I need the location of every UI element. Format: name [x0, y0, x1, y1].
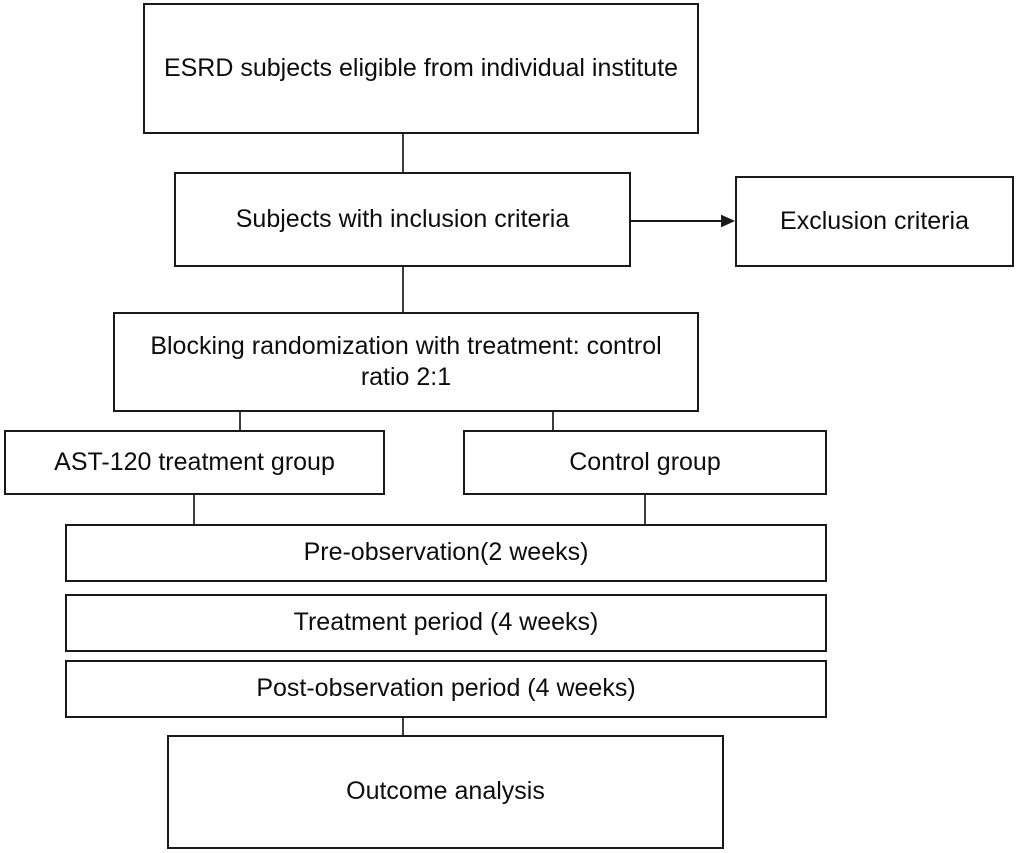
node-treatment-period: Treatment period (4 weeks)	[65, 594, 827, 652]
node-post-observation: Post-observation period (4 weeks)	[65, 660, 827, 718]
node-control-group: Control group	[463, 430, 827, 495]
node-treatment-group: AST-120 treatment group	[4, 430, 385, 495]
node-label-treatment-period: Treatment period (4 weeks)	[293, 608, 599, 637]
node-pre-observation: Pre-observation(2 weeks)	[65, 524, 827, 582]
node-label-post-observation: Post-observation period (4 weeks)	[256, 674, 636, 703]
node-label-treatment-group: AST-120 treatment group	[54, 447, 335, 476]
node-label-exclusion: Exclusion criteria	[780, 206, 969, 235]
node-exclusion: Exclusion criteria	[735, 176, 1014, 267]
node-label-eligible: ESRD subjects eligible from individual i…	[163, 53, 679, 82]
node-label-pre-observation: Pre-observation(2 weeks)	[303, 538, 589, 567]
node-eligible: ESRD subjects eligible from individual i…	[143, 3, 699, 134]
node-label-randomization: Blocking randomization with treatment: c…	[150, 331, 662, 391]
node-outcome: Outcome analysis	[167, 735, 724, 849]
node-inclusion: Subjects with inclusion criteria	[174, 172, 631, 267]
node-label-outcome: Outcome analysis	[346, 777, 545, 806]
node-randomization: Blocking randomization with treatment: c…	[113, 312, 699, 412]
node-label-inclusion: Subjects with inclusion criteria	[235, 204, 570, 233]
node-label-control-group: Control group	[569, 447, 721, 476]
